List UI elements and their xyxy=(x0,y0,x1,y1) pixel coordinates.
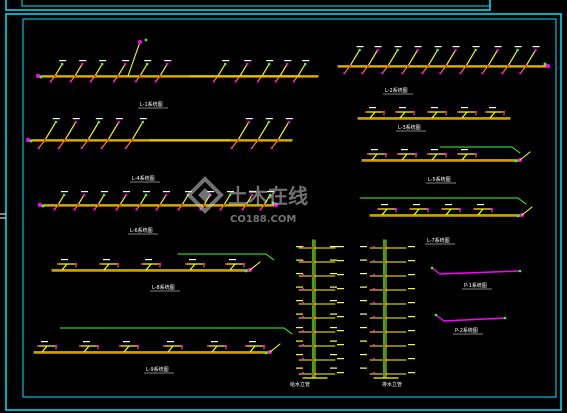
label-diag-7: L-7系统图 xyxy=(427,237,450,244)
watermark-subtext: CO188.COM xyxy=(230,214,296,225)
pipe-diag-7 xyxy=(359,197,533,218)
pipe-diagrams xyxy=(25,38,551,379)
pipe-diag-4 xyxy=(25,118,293,150)
pipe-diag-3 xyxy=(357,107,511,120)
label-diag-9: L-9系统图 xyxy=(146,366,169,373)
label-diag-4: L-4系统图 xyxy=(132,175,155,182)
pipe-riser-left xyxy=(298,239,344,379)
label-diag-6: L-6系统图 xyxy=(130,227,153,234)
label-diag-8: L-8系统图 xyxy=(152,284,175,291)
pipe-diag-5 xyxy=(361,146,531,163)
pipe-diag-1 xyxy=(35,38,319,83)
label-riser-left: 给水立管 xyxy=(290,381,310,388)
pipe-riser-right xyxy=(369,239,415,379)
pipe-diag-8 xyxy=(51,253,275,273)
diagram-labels: L-1系统图 L-2系统图 L-3系统图 L-4系统图 L-5系统图 L-6系统… xyxy=(128,87,492,388)
watermark-logo-icon xyxy=(186,176,224,214)
pipe-diag-11 xyxy=(434,313,507,322)
label-diag-2: L-2系统图 xyxy=(385,87,408,94)
pipe-diag-2 xyxy=(337,46,551,75)
riser-annotations xyxy=(296,246,367,369)
label-diag-11: P-2系统图 xyxy=(455,327,478,334)
label-diag-5: L-5系统图 xyxy=(428,176,451,183)
label-riser-right: 排水立管 xyxy=(382,381,402,388)
pipe-diag-6 xyxy=(37,191,279,211)
label-diag-10: P-1系统图 xyxy=(464,282,487,289)
pipe-diag-10 xyxy=(430,266,522,275)
watermark: 土木在线 CO188.COM xyxy=(186,176,308,225)
label-diag-3: L-3系统图 xyxy=(398,124,421,131)
pipe-diag-9 xyxy=(33,327,293,355)
watermark-text: 土木在线 xyxy=(228,184,308,208)
label-diag-1: L-1系统图 xyxy=(140,101,163,108)
